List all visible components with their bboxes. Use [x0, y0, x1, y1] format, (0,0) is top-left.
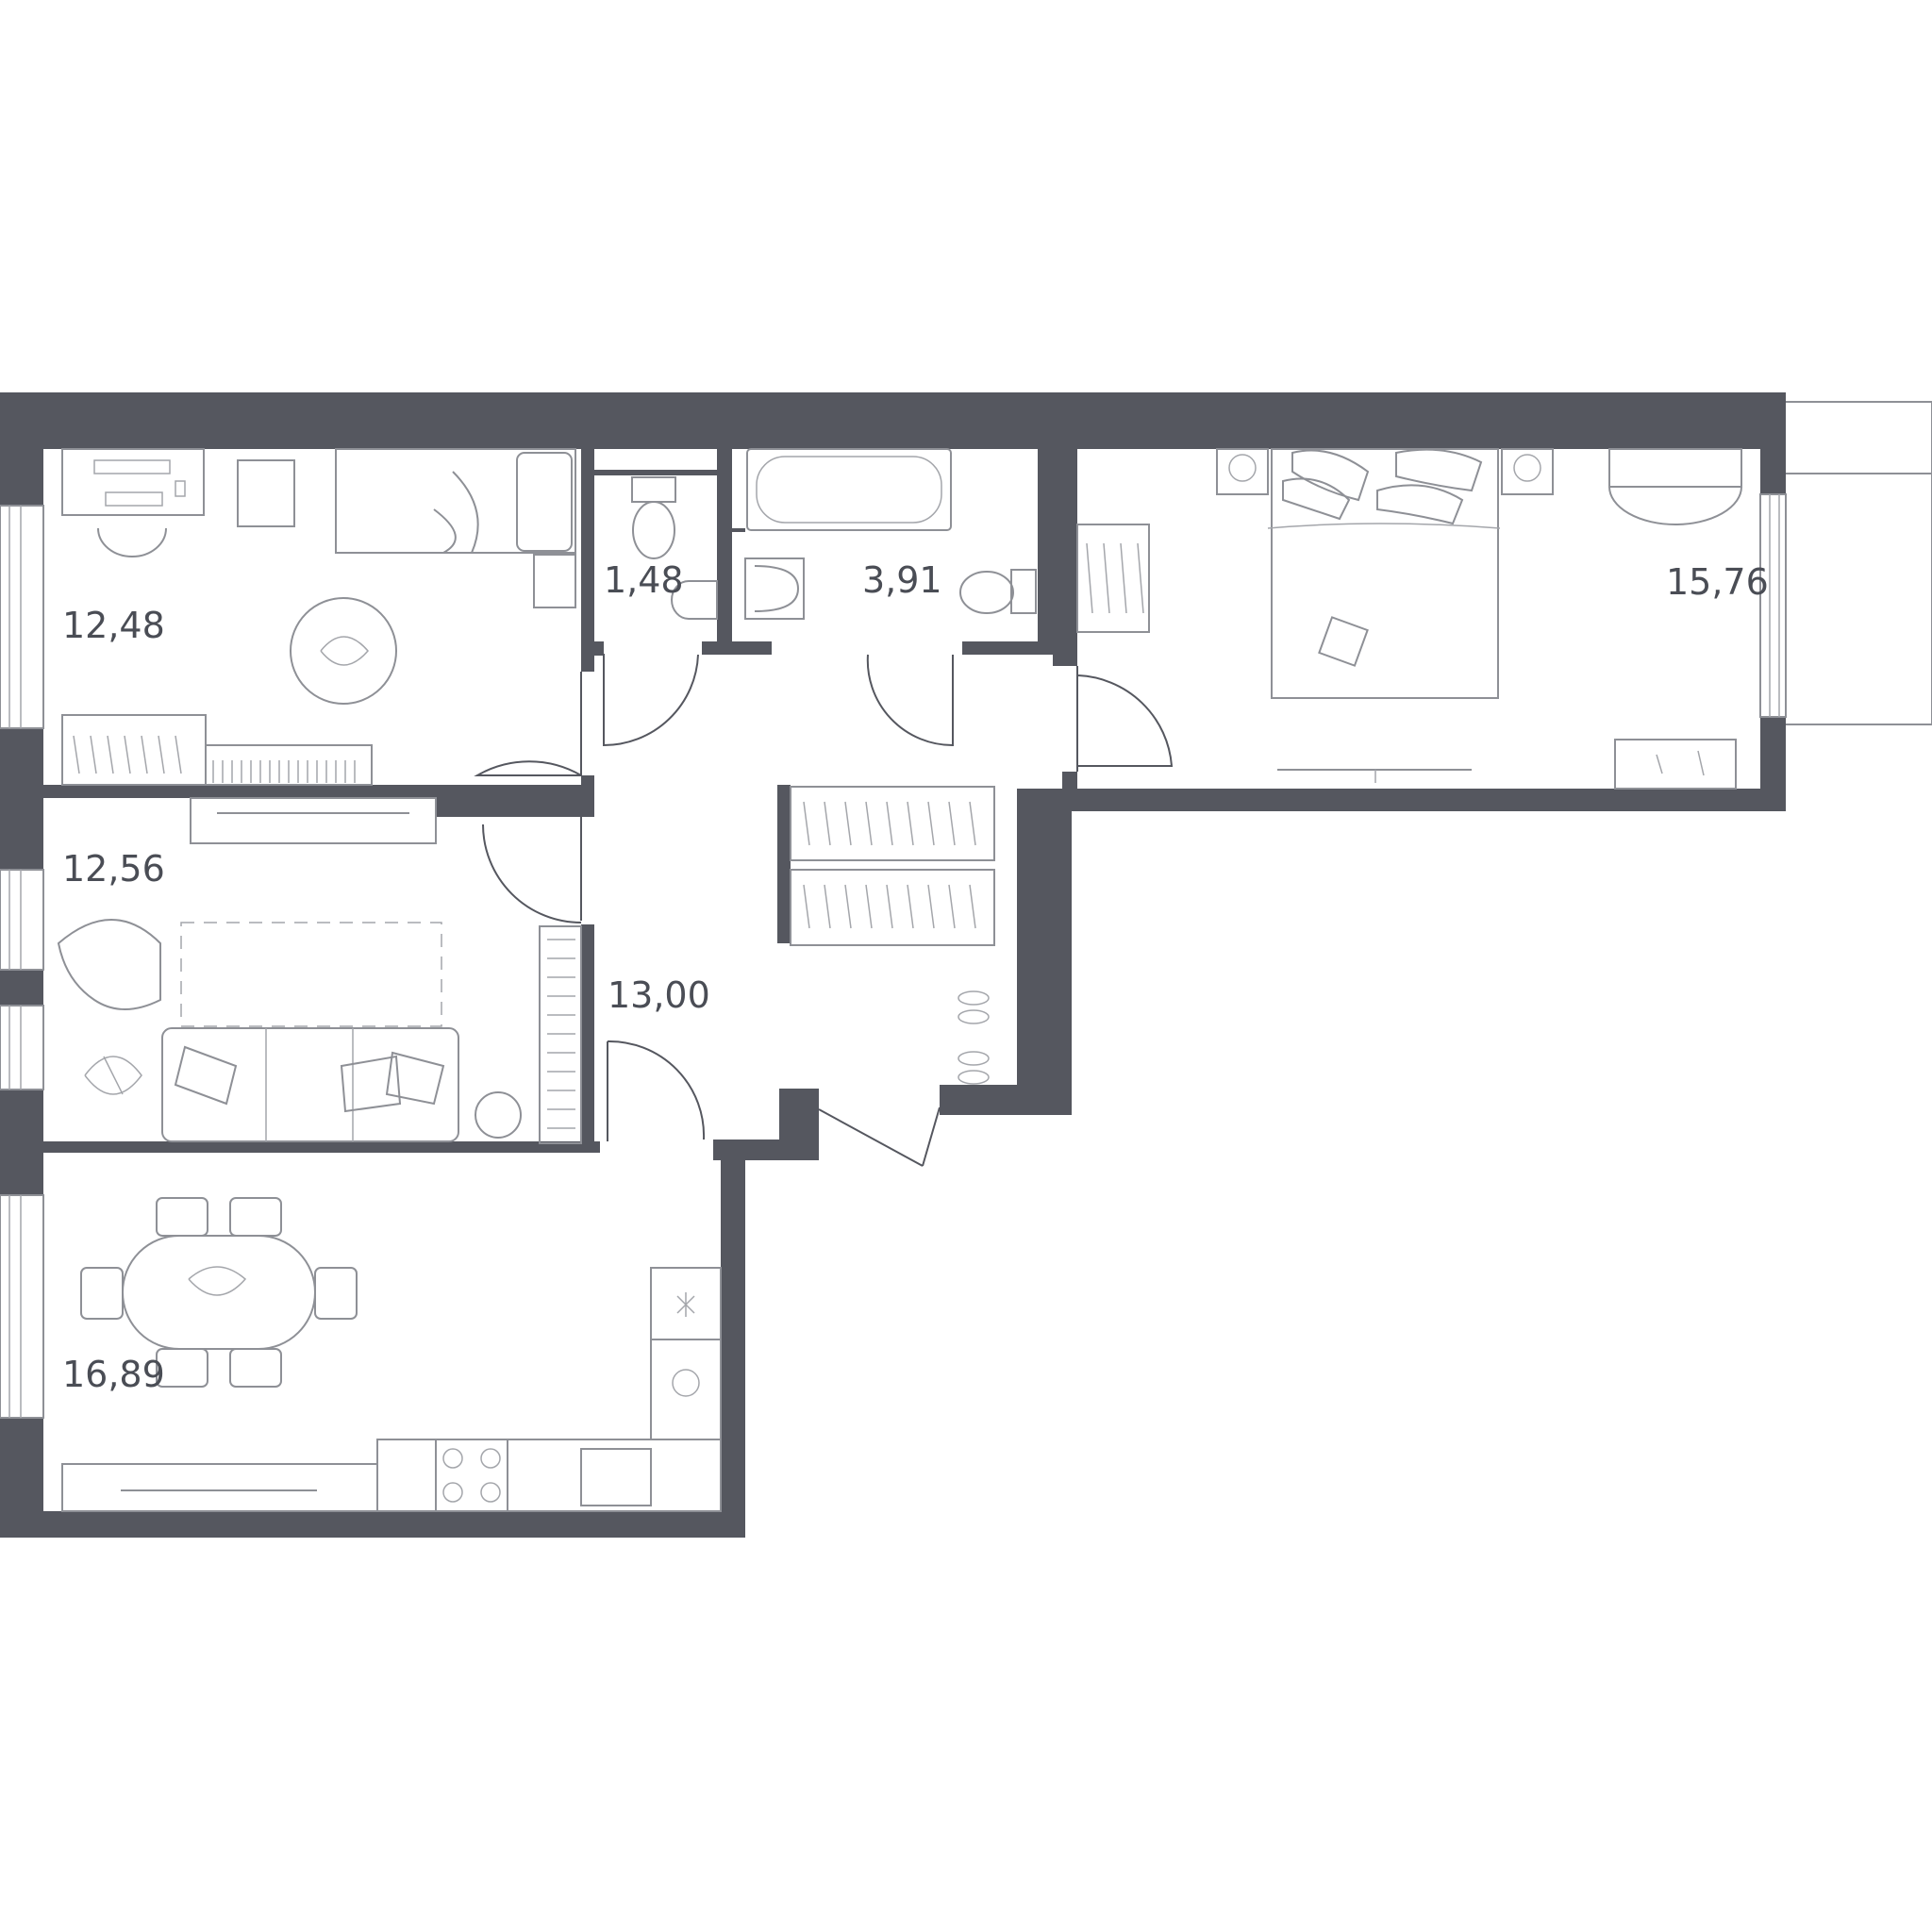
laptop	[1318, 616, 1369, 667]
area-label-bathroom: 3,91	[862, 559, 942, 601]
nightstand	[533, 554, 576, 608]
round-rug	[290, 597, 397, 705]
furniture-wc	[631, 476, 718, 620]
side-table	[475, 1091, 522, 1139]
area-label-hallway: 13,00	[608, 974, 710, 1016]
entrance-door	[818, 1106, 941, 1167]
window-kitchen	[0, 1194, 44, 1419]
door-master	[1076, 666, 1174, 772]
furniture-bedroom-master	[1076, 448, 1742, 790]
bathtub	[746, 448, 952, 531]
dining-chair	[156, 1197, 208, 1237]
area-label-bedroom-master: 15,76	[1666, 561, 1769, 603]
plant	[84, 1056, 142, 1095]
bookshelf	[205, 744, 373, 786]
poster	[237, 459, 295, 527]
oven	[650, 1339, 722, 1440]
walls	[0, 392, 1786, 1538]
bath-toilet	[959, 571, 1014, 614]
window-living-1	[0, 869, 44, 971]
door-bathroom	[866, 654, 954, 747]
vanity-desk	[1608, 448, 1742, 488]
balcony	[1786, 401, 1932, 725]
dining-table	[122, 1235, 316, 1350]
vanity-chair	[1608, 486, 1742, 525]
tv-unit	[190, 797, 437, 844]
kitchen-counter	[376, 1439, 722, 1512]
area-label-living-room: 12,56	[62, 848, 165, 890]
shoe	[958, 990, 990, 1006]
hall-wardrobe-2	[790, 869, 995, 946]
wc-sink	[671, 580, 718, 620]
area-label-kitchen: 16,89	[62, 1354, 165, 1395]
furniture-kitchen	[61, 1197, 722, 1512]
furniture-living	[57, 797, 582, 1144]
shelf-living	[539, 925, 582, 1144]
bed-small	[335, 448, 576, 554]
wardrobe-master	[1076, 524, 1150, 633]
furniture-bedroom-small	[61, 448, 576, 786]
window-bedroom-small	[0, 505, 44, 729]
bath-toilet-tank	[1010, 569, 1037, 614]
doors	[474, 654, 1174, 1167]
door-living	[482, 817, 582, 923]
door-wc	[594, 654, 699, 747]
sofa	[161, 1027, 459, 1142]
nightstand-left	[1216, 448, 1269, 495]
kitchen-tv-console	[61, 1463, 378, 1512]
hall-wardrobe-1	[790, 786, 995, 861]
desk	[61, 448, 205, 516]
furniture-bathroom	[744, 448, 1037, 620]
area-labels: 12,48 1,48 3,91 15,76 12,56 13,00 16,89	[62, 559, 1769, 1395]
bed-master	[1271, 448, 1499, 699]
bath-sink	[744, 557, 805, 620]
toilet-tank	[631, 476, 676, 503]
cooktop	[435, 1439, 508, 1512]
door-bedroom-small	[474, 672, 582, 776]
armchair	[57, 919, 161, 1010]
dresser	[1614, 739, 1737, 790]
toilet	[632, 501, 675, 559]
nightstand-right	[1501, 448, 1554, 495]
furniture-hallway	[790, 786, 995, 1085]
table-flowers	[188, 1266, 247, 1296]
door-kitchen	[607, 1040, 706, 1141]
windows	[0, 401, 1932, 1419]
window-living-2	[0, 1005, 44, 1090]
rug	[180, 922, 442, 1027]
area-label-wc: 1,48	[604, 559, 684, 601]
area-label-bedroom-small: 12,48	[62, 605, 165, 646]
desk-chair	[97, 527, 167, 557]
window-master	[1759, 493, 1787, 718]
kitchen-sink	[580, 1448, 652, 1506]
wardrobe-bedroom-small	[61, 714, 207, 786]
